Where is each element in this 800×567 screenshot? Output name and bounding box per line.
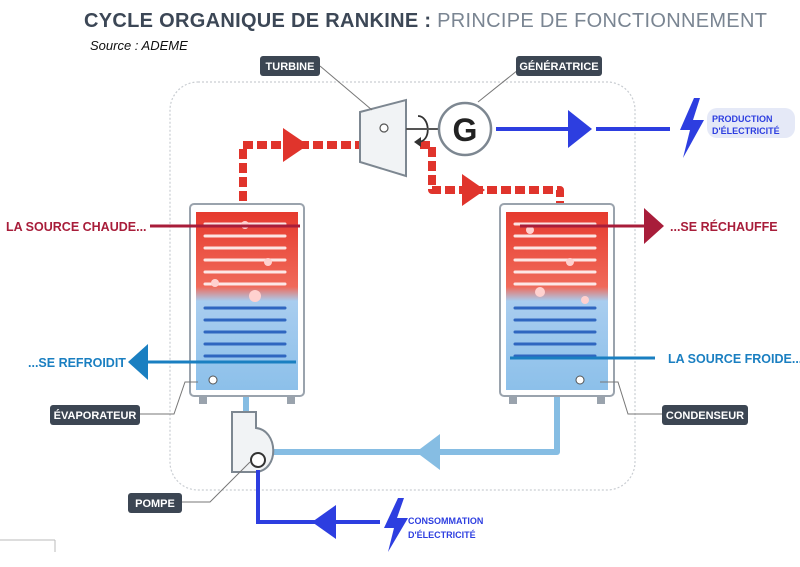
cold-flow-arrow-1 (416, 434, 440, 470)
tag-condenseur: CONDENSEUR (662, 405, 748, 425)
lightning-icon-consumption (384, 498, 408, 552)
svg-text:POMPE: POMPE (135, 498, 175, 510)
consumption-label-line2: D'ÉLECTRICITÉ (408, 530, 476, 540)
label-source-chaude: LA SOURCE CHAUDE... (6, 220, 147, 234)
svg-text:ÉVAPORATEUR: ÉVAPORATEUR (54, 409, 137, 422)
rotation-arrowhead-icon (414, 137, 421, 147)
title-bold: CYCLE ORGANIQUE DE RANKINE : (84, 10, 432, 32)
production-label-line2: D'ÉLECTRICITÉ (712, 126, 780, 136)
label-se-rechauffe: ...SE RÉCHAUFFE (670, 219, 778, 234)
hot-flow-arrow-2 (462, 174, 485, 206)
hot-pipe-to-turbine (239, 141, 360, 215)
electricity-input-line (256, 470, 380, 524)
svg-text:CONDENSEUR: CONDENSEUR (666, 410, 744, 422)
svg-text:TURBINE: TURBINE (266, 61, 315, 73)
evaporator (189, 203, 305, 404)
tag-turbine: TURBINE (260, 56, 320, 76)
tag-generatrice: GÉNÉRATRICE (516, 56, 602, 76)
tag-pompe: POMPE (128, 493, 182, 513)
generator: G (437, 101, 493, 157)
title-light: PRINCIPE DE FONCTIONNEMENT (437, 10, 768, 32)
hot-pipe-to-condenser (420, 141, 564, 215)
page-title: CYCLE ORGANIQUE DE RANKINE : PRINCIPE DE… (84, 10, 767, 33)
svg-text:GÉNÉRATRICE: GÉNÉRATRICE (519, 60, 598, 73)
label-source-froide: LA SOURCE FROIDE... (668, 352, 800, 366)
tag-evaporateur: ÉVAPORATEUR (50, 405, 140, 425)
label-se-refroidit: ...SE REFROIDIT (28, 356, 126, 370)
cycle-frame (169, 81, 636, 491)
heat-out-arrow (644, 208, 664, 244)
condenser (499, 203, 615, 404)
turbine (359, 98, 407, 178)
electricity-input-arrow (312, 505, 336, 539)
production-label-line1: PRODUCTION (712, 114, 773, 124)
cold-out-arrow (128, 344, 148, 380)
hot-flow-arrow-1 (283, 128, 308, 162)
cold-return-pipe (270, 390, 560, 455)
pump (231, 411, 275, 473)
generator-letter: G (453, 112, 478, 148)
consumption-label-line1: CONSOMMATION (408, 516, 483, 526)
lightning-icon-production (680, 98, 704, 158)
electricity-output-arrow (568, 110, 592, 148)
source-note: Source : ADEME (90, 38, 188, 53)
